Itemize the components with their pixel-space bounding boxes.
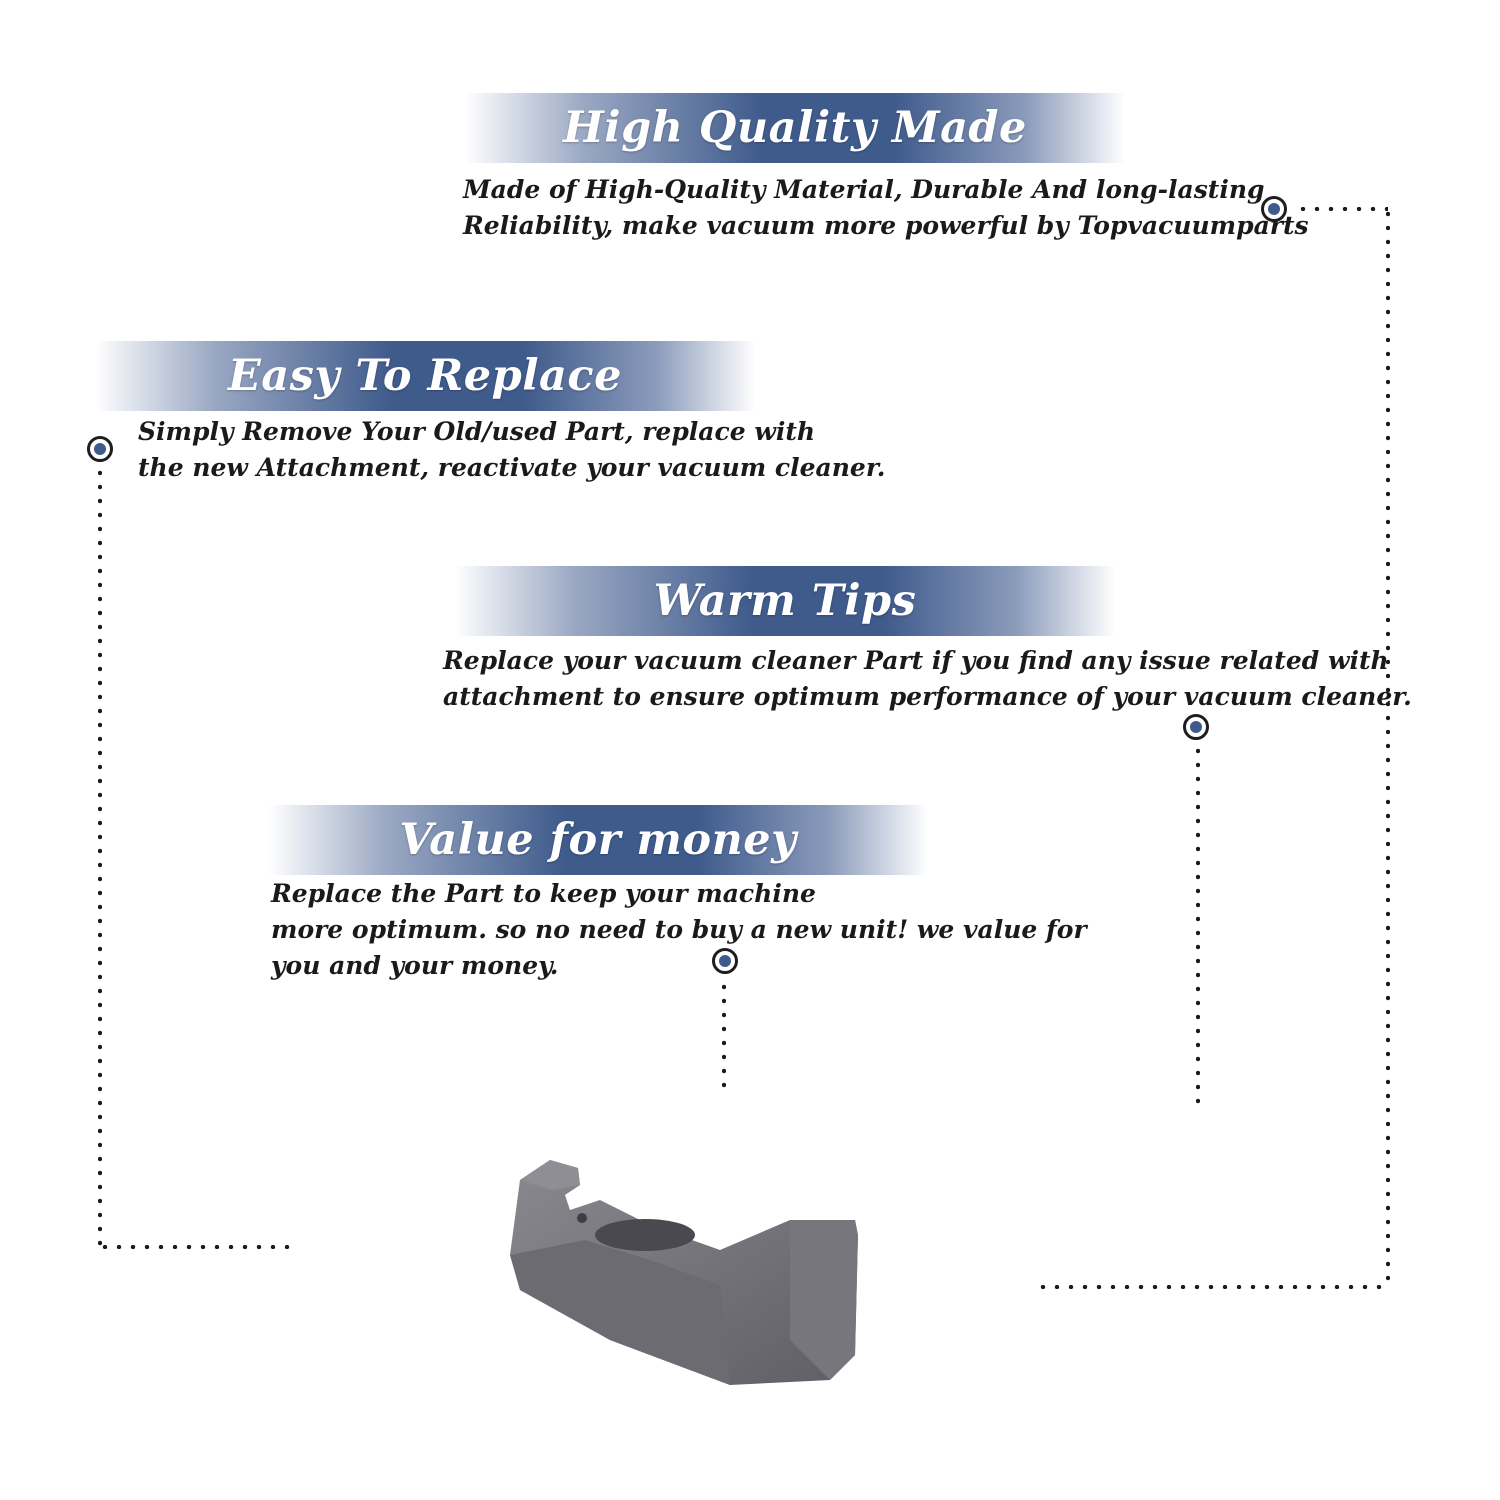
- bullet-target-icon: [712, 948, 738, 974]
- dotted-connector: [98, 1245, 298, 1249]
- banner-high-quality: High Quality Made: [465, 93, 1125, 163]
- banner-easy-replace: Easy To Replace: [95, 341, 755, 411]
- description-line: the new Attachment, reactivate your vacu…: [138, 453, 886, 482]
- description-value-money: Replace the Part to keep your machine mo…: [271, 876, 1087, 984]
- description-line: attachment to ensure optimum performance…: [443, 682, 1412, 711]
- description-line: Replace your vacuum cleaner Part if you …: [443, 646, 1389, 675]
- description-line: Reliability, make vacuum more powerful b…: [463, 211, 1309, 240]
- bullet-target-icon: [1183, 714, 1209, 740]
- dotted-connector: [722, 980, 726, 1092]
- banner-title: Value for money: [399, 815, 797, 865]
- dotted-connector: [1196, 744, 1200, 1106]
- banner-title: Easy To Replace: [228, 351, 622, 401]
- banner-warm-tips: Warm Tips: [455, 566, 1115, 636]
- description-high-quality: Made of High-Quality Material, Durable A…: [463, 172, 1309, 244]
- dotted-connector: [1386, 207, 1390, 1289]
- description-warm-tips: Replace your vacuum cleaner Part if you …: [443, 643, 1412, 715]
- banner-title: Warm Tips: [653, 576, 917, 626]
- banner-title: High Quality Made: [563, 103, 1027, 153]
- banner-value-money: Value for money: [268, 805, 928, 875]
- description-line: Replace the Part to keep your machine: [271, 879, 816, 908]
- description-line: Simply Remove Your Old/used Part, replac…: [138, 417, 816, 446]
- bullet-target-icon: [87, 436, 113, 462]
- description-line: more optimum. so no need to buy a new un…: [271, 915, 1087, 944]
- dotted-connector: [98, 466, 102, 1250]
- vacuum-attachment-image: [510, 1160, 858, 1385]
- bullet-target-icon: [1261, 196, 1287, 222]
- description-line: you and your money.: [271, 951, 559, 980]
- description-easy-replace: Simply Remove Your Old/used Part, replac…: [138, 414, 885, 486]
- dotted-connector: [1296, 207, 1388, 211]
- description-line: Made of High-Quality Material, Durable A…: [463, 175, 1265, 204]
- dotted-connector: [1036, 1285, 1390, 1289]
